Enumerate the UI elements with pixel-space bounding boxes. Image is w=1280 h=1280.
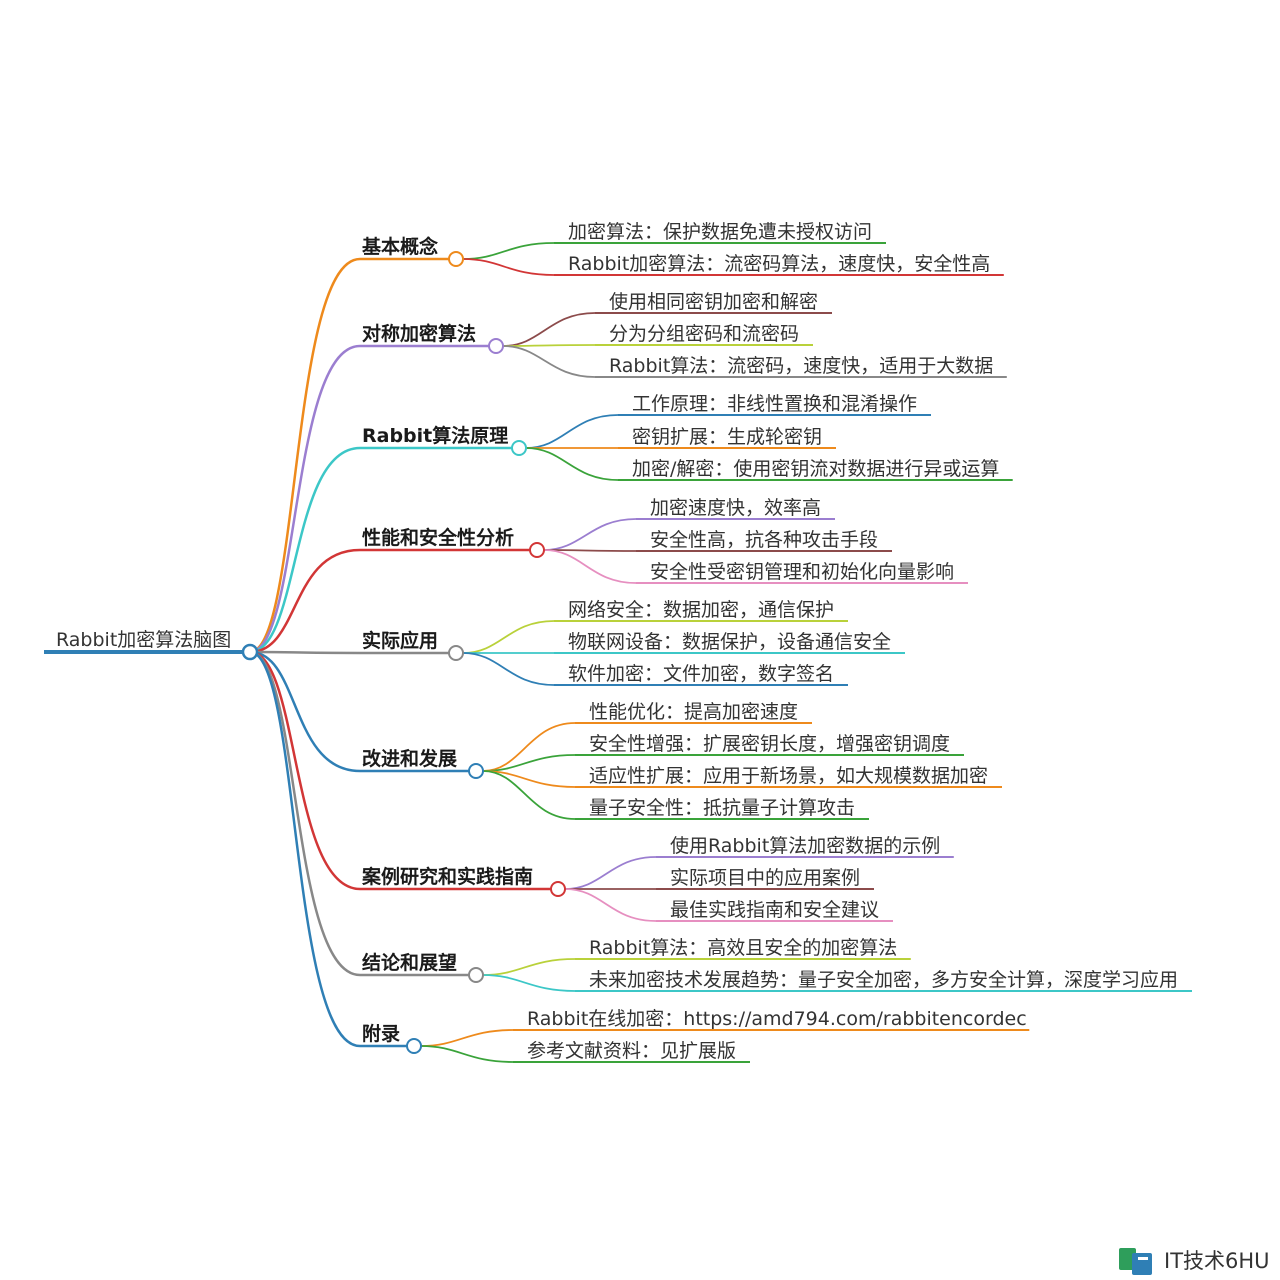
leaf-label[interactable]: 分为分组密码和流密码 [609,323,799,345]
branch-label[interactable]: 基本概念 [361,235,438,258]
branch-label[interactable]: 结论和展望 [362,951,457,974]
leaf-edge [462,620,555,654]
branch-node-circle[interactable] [529,542,545,558]
leaf-label[interactable]: 物联网设备：数据保护，设备通信安全 [568,631,891,653]
leaf-edge [525,447,619,481]
leaf-edge [502,344,596,347]
leaf-label[interactable]: 使用Rabbit算法加密数据的示例 [670,835,940,857]
root-node-circle[interactable] [241,643,259,661]
leaf-edge [482,770,576,820]
branch-label[interactable]: 实际应用 [362,629,438,652]
leaf-label[interactable]: 密钥扩展：生成轮密钥 [632,426,822,448]
branch-node-circle[interactable] [468,763,484,779]
leaf-edge [482,958,576,976]
branch-edge [249,257,361,654]
leaf-label[interactable]: Rabbit算法：流密码，速度快，适用于大数据 [609,355,993,377]
leaf-edge [482,722,576,772]
leaf-label[interactable]: 加密速度快，效率高 [650,497,821,519]
leaf-label[interactable]: 工作原理：非线性置换和混淆操作 [632,393,917,415]
leaf-label[interactable]: 量子安全性：抵抗量子计算攻击 [589,797,855,819]
watermark-text: IT技术6HU [1164,1249,1270,1273]
leaf-label[interactable]: 加密算法：保护数据免遭未授权访问 [568,221,872,243]
branch-label[interactable]: 附录 [362,1022,400,1045]
root-label: Rabbit加密算法脑图 [56,629,231,651]
branch-edge [249,650,361,773]
branch-node-circle[interactable] [550,881,566,897]
leaf-label[interactable]: 软件加密：文件加密，数字签名 [568,663,834,685]
branch-edge [249,650,361,977]
leaf-edge [482,770,576,788]
leaf-edge [462,652,555,686]
branch-edge [249,650,361,1048]
book-logo-icon [1119,1248,1152,1275]
leaf-label[interactable]: 安全性增强：扩展密钥长度，增强密钥调度 [589,733,950,755]
leaf-edge [564,856,657,890]
branch-edge [249,344,361,654]
leaf-edge [543,518,637,551]
leaf-label[interactable]: 加密/解密：使用密钥流对数据进行异或运算 [632,458,999,480]
leaf-label[interactable]: 未来加密技术发展趋势：量子安全加密，多方安全计算，深度学习应用 [589,969,1178,991]
leaf-edge [462,258,555,276]
leaf-label[interactable]: 使用相同密钥加密和解密 [609,291,818,313]
leaf-label[interactable]: Rabbit加密算法：流密码算法，速度快，安全性高 [568,253,990,275]
branch-node-circle[interactable] [448,251,464,267]
branch-edge [249,446,361,654]
branch-label[interactable]: 案例研究和实践指南 [361,865,533,888]
branch-label[interactable]: Rabbit算法原理 [362,424,508,447]
branch-label[interactable]: 改进和发展 [362,747,457,770]
leaf-edge [462,242,555,260]
branch-edge [249,650,361,655]
leaf-label[interactable]: Rabbit算法：高效且安全的加密算法 [589,937,897,959]
leaf-edge [502,345,596,378]
branch-node-circle[interactable] [511,440,527,456]
mindmap-nodes: Rabbit加密算法脑图 基本概念 加密算法：保护数据免遭未授权访问 Rabbit加密… [56,221,1178,1062]
branch-node-circle[interactable] [406,1038,422,1054]
leaf-label[interactable]: 参考文献资料：见扩展版 [527,1040,736,1062]
branch-node-circle[interactable] [448,645,464,661]
leaf-edge [420,1045,514,1063]
leaf-label[interactable]: 安全性高，抗各种攻击手段 [650,529,878,551]
watermark: IT技术6HU [1118,1243,1270,1277]
leaf-label[interactable]: 最佳实践指南和安全建议 [670,899,879,921]
leaf-label[interactable]: 适应性扩展：应用于新场景，如大规模数据加密 [589,765,988,787]
branch-label[interactable]: 对称加密算法 [362,322,476,345]
mindmap-edges [44,242,1192,1063]
leaf-edge [543,549,637,552]
leaf-edge [543,549,637,584]
leaf-edge [525,414,619,449]
leaf-edge [564,888,657,922]
leaf-edge [502,312,596,347]
leaf-label[interactable]: 性能优化：提高加密速度 [589,701,798,723]
branch-node-circle[interactable] [488,338,504,354]
leaf-edge [482,974,576,992]
leaf-label[interactable]: Rabbit在线加密：https://amd794.com/rabbitenco… [527,1008,1027,1030]
leaf-label[interactable]: 实际项目中的应用案例 [670,867,860,889]
leaf-label[interactable]: 安全性受密钥管理和初始化向量影响 [650,561,954,583]
leaf-edge [482,754,576,772]
leaf-label[interactable]: 网络安全：数据加密，通信保护 [568,599,834,621]
branch-label[interactable]: 性能和安全性分析 [362,526,514,549]
branch-edge [249,548,361,654]
leaf-edge [420,1029,514,1047]
branch-edge [249,650,361,891]
branch-node-circle[interactable] [468,967,484,983]
